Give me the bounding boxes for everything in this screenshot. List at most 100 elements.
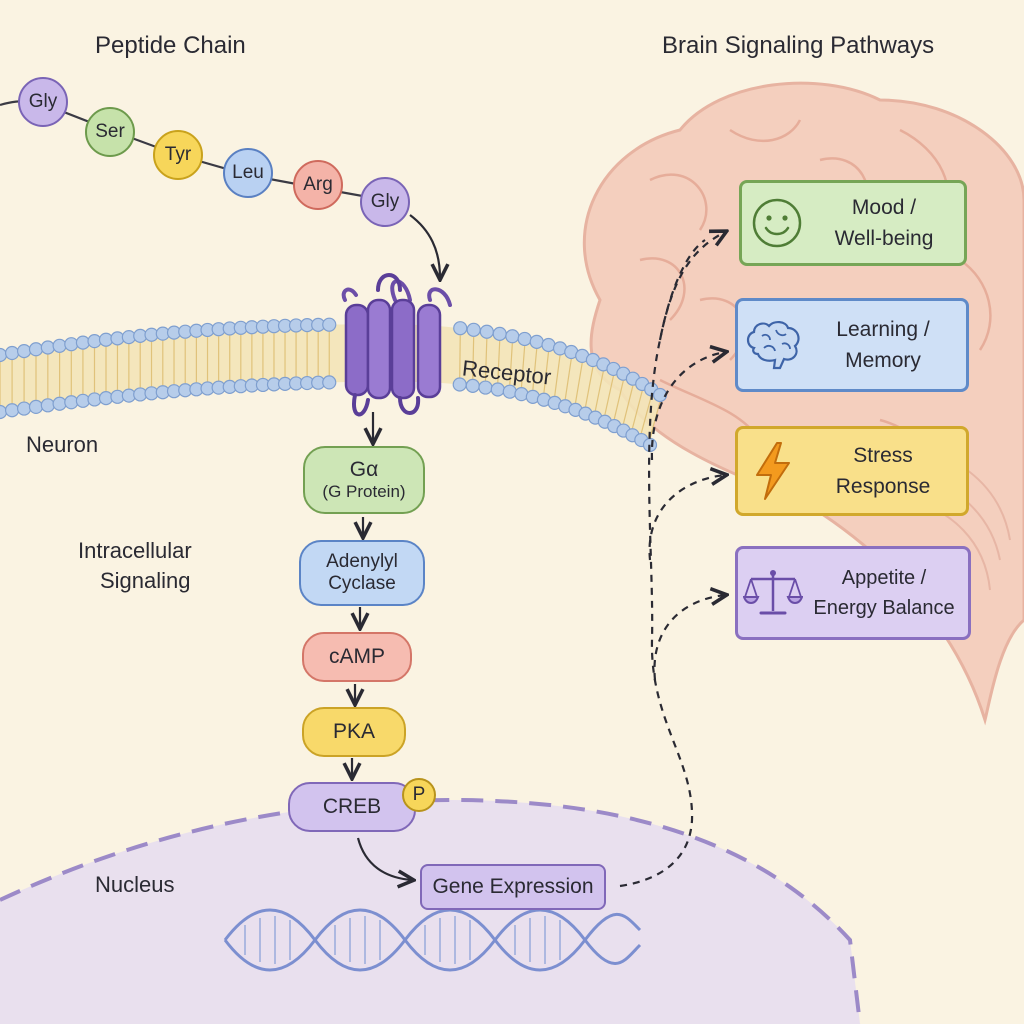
pathway-stress-line1: Stress — [853, 443, 913, 467]
lipid-head-top — [505, 329, 520, 344]
intracellular-line-2: Signaling — [100, 568, 191, 593]
lipid-head-top — [87, 334, 102, 349]
pathway-card-appetite: Appetite / Energy Balance — [735, 546, 971, 640]
lipid-head-bottom — [28, 399, 44, 415]
amino-acid-leu: Leu — [223, 148, 273, 198]
brain-pathways-title: Brain Signaling Pathways — [662, 32, 935, 59]
lipid-tail — [574, 362, 583, 403]
smiley-icon — [742, 183, 812, 263]
brain-icon — [738, 301, 808, 389]
nucleus-region — [0, 797, 862, 1024]
pka-text: PKA — [332, 719, 376, 743]
gpcr-receptor — [341, 273, 452, 417]
peptide-chain-title: Peptide Chain — [95, 32, 246, 59]
arrow-peptide-to-receptor — [409, 214, 440, 278]
lipid-head-top — [479, 324, 494, 339]
lipid-tail — [497, 340, 501, 383]
lipid-head-bottom — [75, 393, 91, 408]
lipid-head-top — [453, 321, 468, 336]
neuron-label: Neuron — [26, 432, 99, 457]
lipid-head-bottom — [322, 375, 337, 390]
intracellular-line-1: Intracellular — [78, 538, 192, 563]
lipid-head-top — [40, 340, 55, 355]
lipid-head-top — [28, 342, 44, 357]
pka-node: PKA — [302, 707, 406, 757]
lipid-tail — [459, 335, 461, 378]
lipid-head-top — [52, 338, 67, 353]
pathway-card-mood: Mood / Well-being — [739, 180, 967, 266]
pathway-learning-line1: Learning / — [836, 317, 930, 341]
dna-helix — [223, 908, 642, 972]
amino-acid-tyr: Tyr — [153, 130, 203, 180]
lipid-head-top — [16, 344, 32, 359]
lipid-head-bottom — [40, 398, 55, 413]
lipid-tail — [532, 348, 538, 390]
arrow-to-mood — [658, 232, 725, 341]
arrow-creb-to-gene — [356, 837, 412, 880]
camp-text: cAMP — [328, 644, 385, 668]
lipid-head-top — [529, 334, 544, 349]
lightning-icon — [738, 429, 808, 513]
gene-expression-text: Gene Expression — [432, 874, 594, 898]
pathway-appetite-line1: Appetite / — [841, 567, 927, 589]
lipid-tail — [594, 371, 604, 411]
cyclase-text: Cyclase — [328, 573, 396, 594]
g-protein-node: Gα (G Protein) — [303, 446, 425, 514]
nucleus-label: Nucleus — [95, 872, 175, 897]
intracellular-label: Intracellular Signaling — [78, 536, 192, 596]
lipid-head-top — [322, 317, 337, 332]
lipid-head-top — [75, 335, 91, 350]
lipid-head-top — [64, 337, 79, 352]
lipid-tail — [564, 358, 572, 400]
creb-text: CREB — [322, 794, 382, 818]
amino-acid-arg: Arg — [293, 160, 343, 210]
amino-acid-ser: Ser — [85, 107, 135, 157]
pathway-card-learning: Learning / Memory — [735, 298, 969, 392]
pathway-appetite-line2: Energy Balance — [813, 597, 955, 619]
adenylyl-text: Adenylyl — [326, 551, 398, 573]
lipid-head-top — [466, 322, 481, 337]
lipid-tail — [640, 396, 652, 434]
pathway-mood-text: Mood / Well-being — [812, 192, 964, 255]
lipid-head-top — [517, 331, 532, 347]
lipid-tail — [484, 338, 488, 381]
lipid-tail — [604, 375, 615, 415]
amino-acid-gly-2: Gly — [360, 177, 410, 227]
lipid-head-bottom — [16, 401, 32, 416]
lipid-head-top — [4, 345, 20, 361]
g-protein-text: (G Protein) — [322, 482, 406, 502]
lipid-tail — [472, 336, 475, 379]
phosphate-badge: P — [402, 778, 436, 812]
lipid-head-bottom — [52, 396, 67, 411]
pathway-appetite-text: Appetite / Energy Balance — [808, 563, 968, 623]
adenylyl-cyclase-node: Adenylyl Cyclase — [299, 540, 425, 606]
pathway-stress-line2: Response — [835, 475, 931, 498]
lipid-tail — [613, 380, 624, 420]
gene-expression-node: Gene Expression — [420, 864, 606, 910]
g-alpha-text: Gα — [349, 458, 379, 482]
pathway-learning-text: Learning / Memory — [808, 314, 966, 377]
pathway-card-stress: Stress Response — [735, 426, 969, 516]
pathway-mood-line2: Well-being — [834, 227, 934, 250]
amino-acid-gly-1: Gly — [18, 77, 68, 127]
lipid-tail — [631, 390, 643, 429]
lipid-head-bottom — [64, 395, 79, 410]
cell-membrane — [0, 317, 668, 453]
arrow-to-appetite — [653, 595, 725, 681]
lipid-tail — [622, 385, 634, 424]
pathway-learning-line2: Memory — [845, 349, 921, 372]
lipid-head-bottom — [4, 403, 20, 418]
pathway-stress-text: Stress Response — [808, 440, 966, 503]
lipid-tail — [584, 366, 594, 407]
dashed-main-trunk — [619, 239, 706, 888]
lipid-tail — [554, 355, 561, 396]
camp-node: cAMP — [302, 632, 412, 682]
arrow-to-learning — [650, 352, 725, 461]
lipid-tail — [520, 345, 526, 388]
arrow-to-stress — [648, 475, 725, 561]
lipid-tail — [543, 351, 550, 393]
creb-node: CREB — [288, 782, 416, 832]
lipid-head-top — [492, 326, 507, 341]
lipid-tail — [509, 343, 513, 385]
